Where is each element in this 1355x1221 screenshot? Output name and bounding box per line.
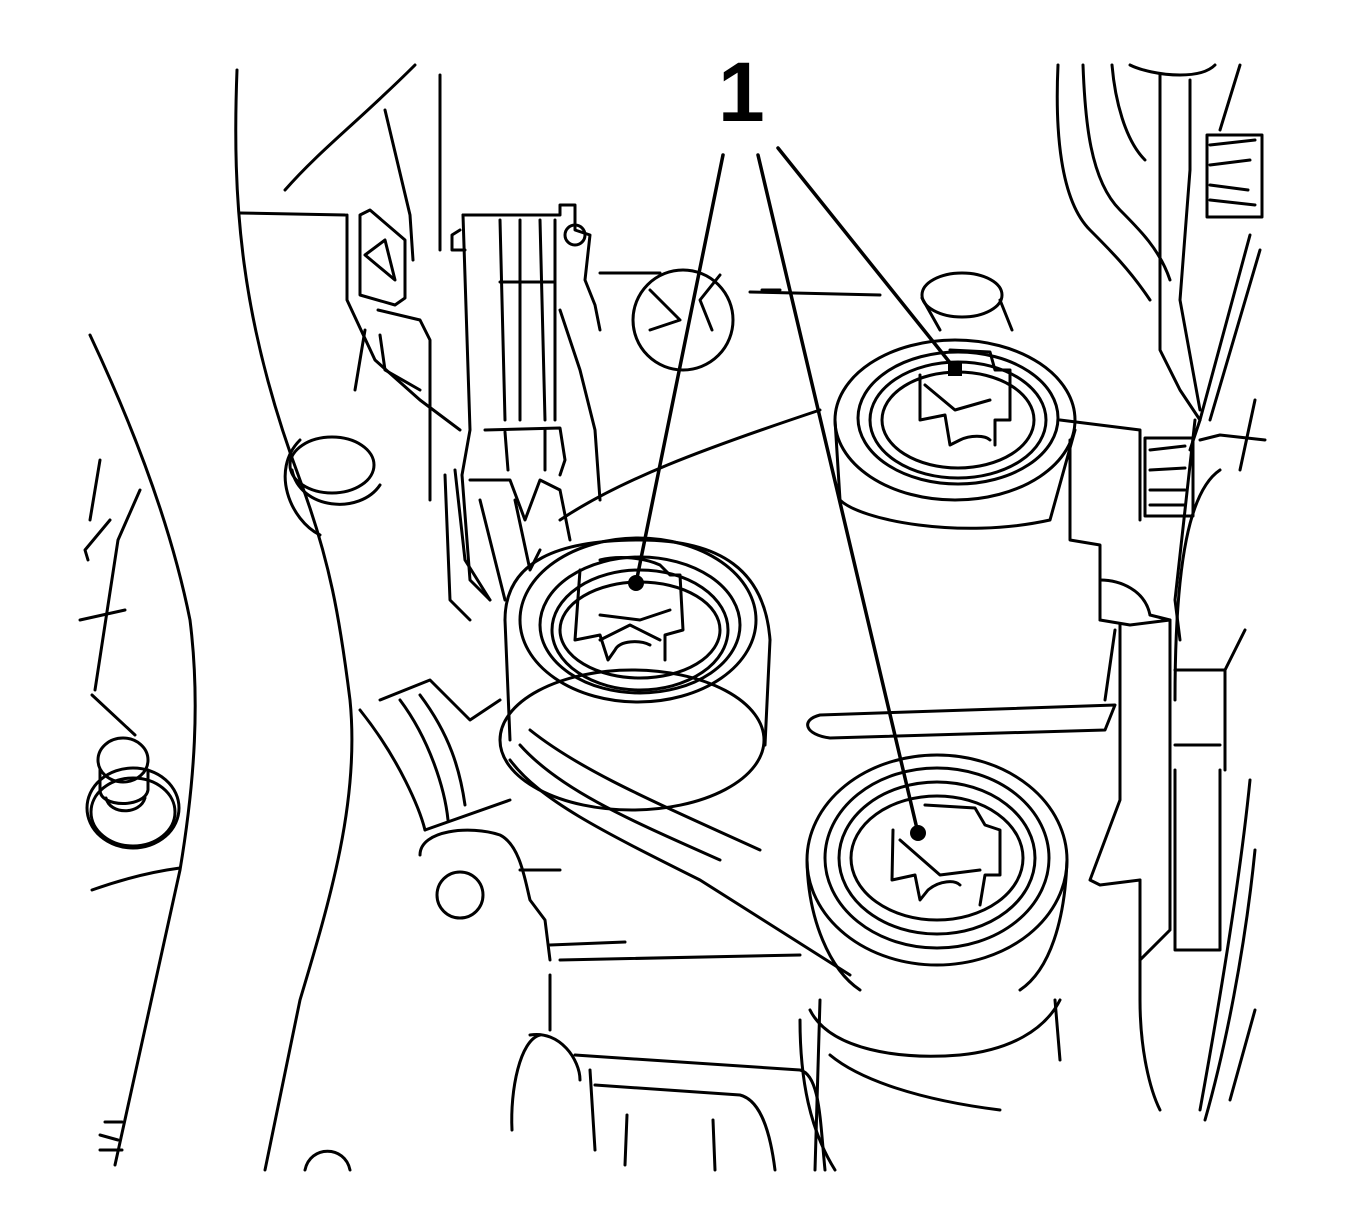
strap-arm (358, 678, 852, 977)
mounting-plate (558, 408, 1172, 962)
bolt-upper-right (833, 271, 1077, 530)
upper-left-bracket (238, 63, 462, 537)
right-side-components (1055, 63, 1267, 1122)
bolt-lower-right (805, 753, 1069, 1172)
callout-label-1: 1 (718, 45, 765, 139)
bolt-left (498, 536, 772, 812)
electrical-connector (443, 203, 602, 622)
bottom-housing (303, 1018, 1002, 1172)
stud-lower-left (85, 736, 181, 850)
callout-1-leaders (634, 146, 957, 835)
left-housing (78, 68, 354, 1172)
lower-left-bracket (418, 828, 802, 1032)
top-fitting (598, 268, 882, 372)
